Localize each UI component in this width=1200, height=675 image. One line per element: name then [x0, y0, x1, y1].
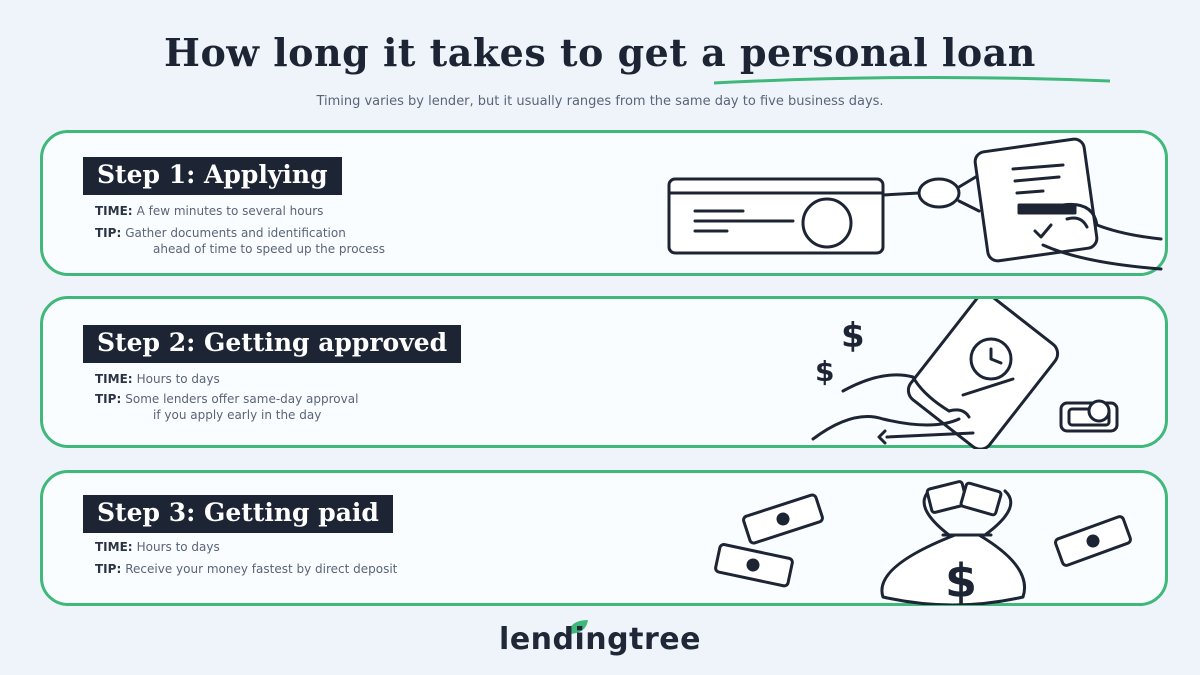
money-bag-bills-illustration: $: [714, 480, 1132, 605]
page-subtitle: Timing varies by lender, but it usually …: [316, 94, 884, 109]
time-value: Hours to days: [136, 372, 220, 386]
lendingtree-leaf-icon: [568, 620, 588, 634]
svg-text:$: $: [815, 355, 834, 388]
time-label: TIME:: [95, 372, 133, 386]
step-3-heading: Step 3: Getting paid: [83, 495, 393, 533]
step-1-time: TIME:A few minutes to several hours: [95, 203, 323, 219]
svg-text:$: $: [945, 554, 977, 605]
step-2-time: TIME:Hours to days: [95, 371, 220, 387]
step-1-heading: Step 1: Applying: [83, 157, 342, 195]
step-2-card: Step 2: Getting approved TIME:Hours to d…: [40, 296, 1168, 449]
tip-label: TIP:: [95, 392, 122, 406]
tip-label: TIP:: [95, 226, 122, 240]
step-2-heading: Step 2: Getting approved: [83, 325, 462, 363]
tip-text-line-2: ahead of time to speed up the process: [153, 242, 386, 256]
step-3-time: TIME:Hours to days: [95, 539, 220, 555]
card-phone-hand-illustration: [667, 137, 1163, 271]
time-value: Hours to days: [136, 540, 220, 554]
svg-text:$: $: [841, 316, 865, 356]
step-2-tip: TIP:Some lenders offer same-day approval…: [95, 391, 358, 423]
time-label: TIME:: [95, 204, 133, 218]
tip-text-line-1: Some lenders offer same-day approval: [125, 392, 359, 406]
time-label: TIME:: [95, 540, 133, 554]
hand-phone-dollar-illustration: $ $: [811, 299, 1119, 449]
page-title: How long it takes to get a personal loan: [164, 30, 1036, 75]
tip-label: TIP:: [95, 562, 122, 576]
step-1-card: Step 1: Applying TIME:A few minutes to s…: [40, 130, 1168, 276]
step-3-tip: TIP:Receive your money fastest by direct…: [95, 561, 397, 577]
step-1-tip: TIP:Gather documents and identification …: [95, 225, 385, 257]
title-underline: [713, 75, 1111, 85]
tip-text-line-1: Receive your money fastest by direct dep…: [125, 562, 398, 576]
step-3-card: Step 3: Getting paid TIME:Hours to days …: [40, 470, 1168, 606]
tip-text-line-1: Gather documents and identification: [125, 226, 346, 240]
tip-text-line-2: if you apply early in the day: [153, 408, 322, 422]
lendingtree-logo: lendingtree: [499, 622, 701, 657]
time-value: A few minutes to several hours: [136, 204, 324, 218]
